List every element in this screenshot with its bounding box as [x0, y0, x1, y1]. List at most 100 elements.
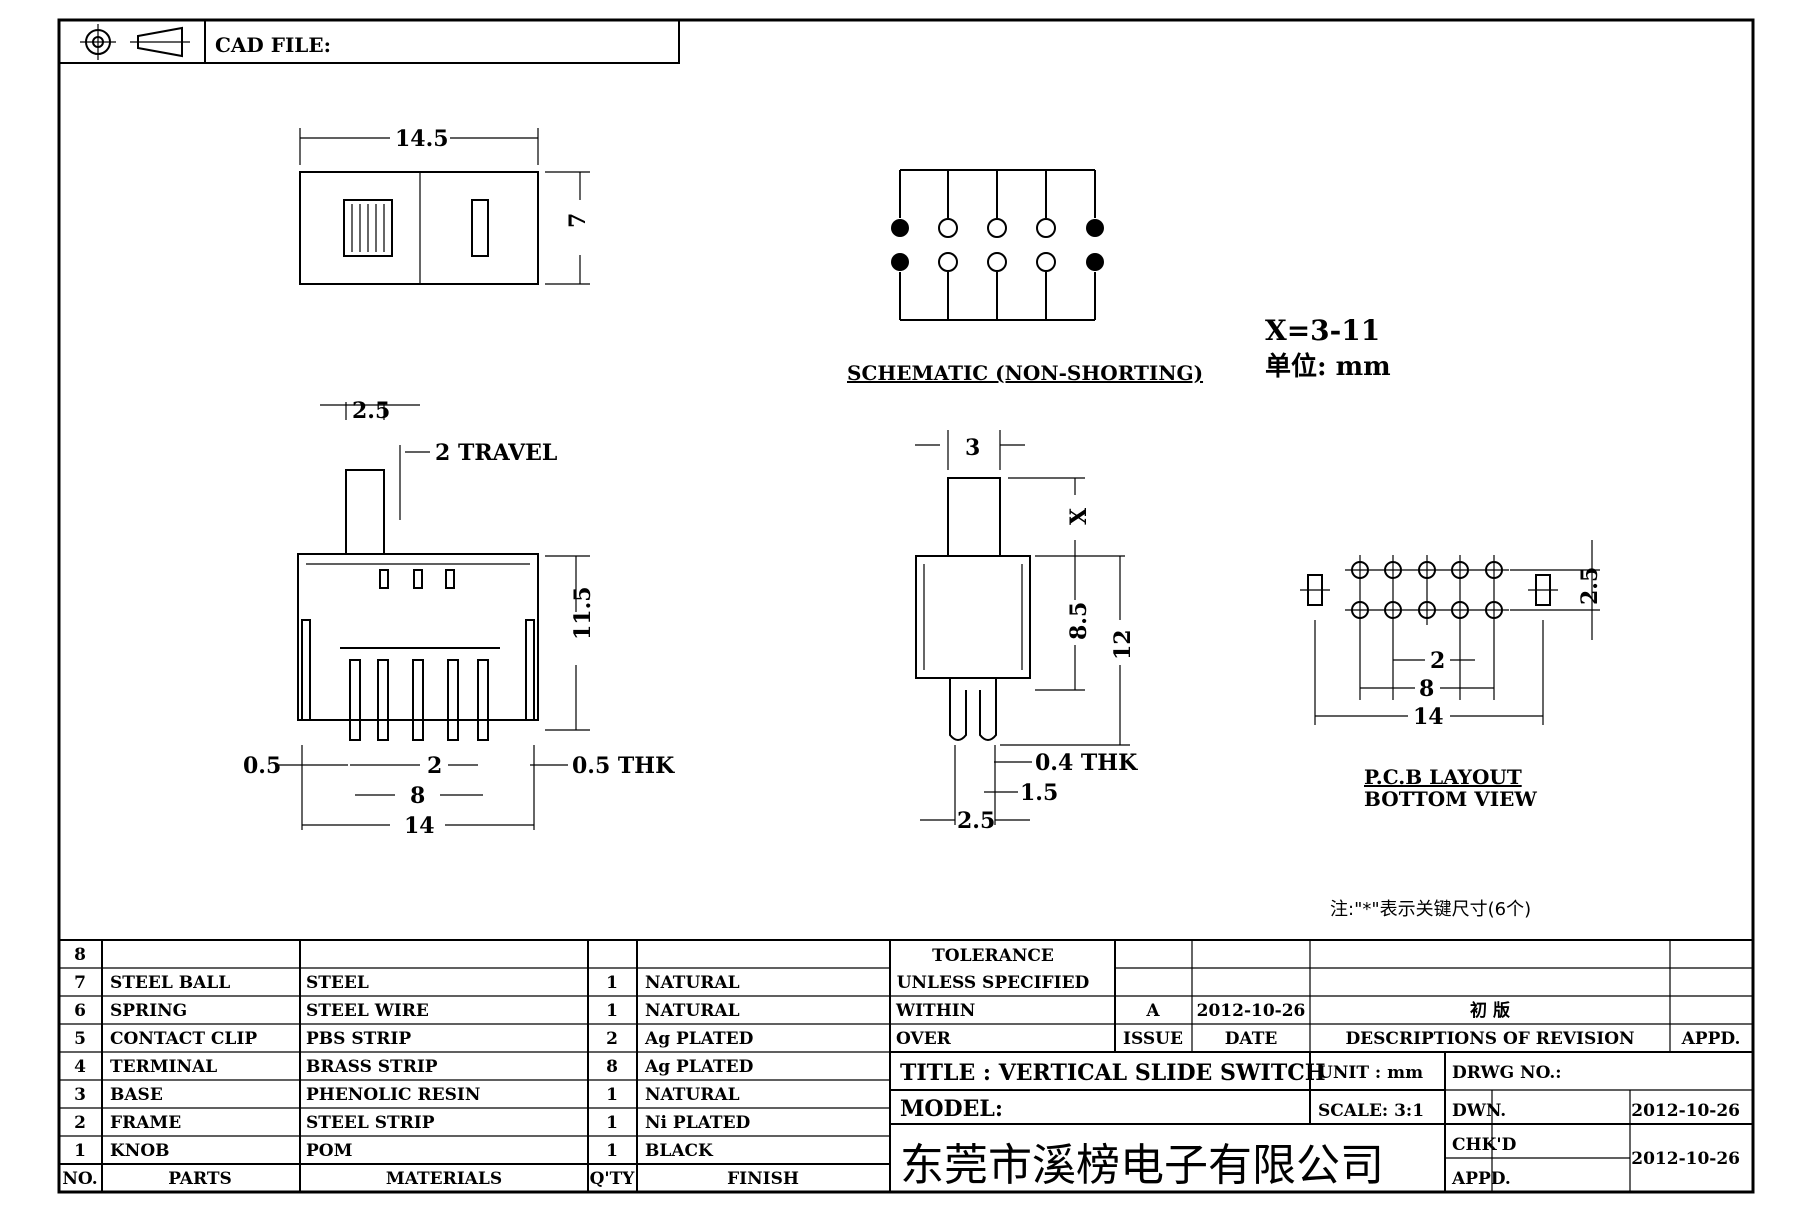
- company-name: 东莞市溪榜电子有限公司: [900, 1140, 1384, 1191]
- bom-header-materials: MATERIALS: [386, 1169, 502, 1189]
- dim-pcb-8: 8: [1419, 676, 1434, 702]
- bom-row-6-part: SPRING: [110, 1001, 187, 1021]
- dim-2-5: 2.5: [352, 398, 390, 424]
- scale-label: SCALE: 3:1: [1318, 1101, 1424, 1121]
- bom-row-2-qty: 1: [606, 1113, 618, 1133]
- dim-14-5: 14.5: [395, 126, 449, 152]
- revision-description: 初 版: [1470, 1000, 1510, 1021]
- dim-11-5: 11.5: [570, 586, 596, 640]
- issue-header: ISSUE: [1123, 1029, 1183, 1049]
- pcb-bottom-view-label: BOTTOM VIEW: [1364, 787, 1537, 811]
- x-range-note: X=3-11: [1265, 314, 1380, 347]
- bom-row-3-qty: 1: [606, 1085, 618, 1105]
- revision-letter: A: [1145, 1001, 1160, 1021]
- bom-row-6-finish: NATURAL: [645, 1001, 740, 1021]
- bom-row-7-no: 7: [74, 973, 86, 993]
- bom-header-parts: PARTS: [168, 1169, 232, 1189]
- bom-row-5-qty: 2: [606, 1029, 618, 1049]
- dim-x: X: [1066, 507, 1092, 525]
- bom-row-7-part: STEEL BALL: [110, 973, 230, 993]
- over-label: OVER: [896, 1029, 952, 1049]
- bom-row-7-material: STEEL: [306, 973, 369, 993]
- within-label: WITHIN: [895, 1001, 975, 1021]
- dim-0-4-thk: 0.4 THK: [1035, 750, 1138, 776]
- dim-pcb-2-5: 2.5: [1577, 567, 1603, 605]
- bom-row-2-material: STEEL STRIP: [306, 1113, 435, 1133]
- bom-table-lines: [59, 939, 1753, 1193]
- bom-row-2-finish: Ni PLATED: [645, 1113, 751, 1133]
- dim-3: 3: [965, 435, 980, 461]
- front-view: [276, 402, 590, 830]
- bom-row-5-no: 5: [74, 1029, 86, 1049]
- bom-row-3-material: PHENOLIC RESIN: [306, 1085, 480, 1105]
- revision-date: 2012-10-26: [1197, 1001, 1306, 1021]
- dim-pcb-2: 2: [1430, 648, 1445, 674]
- dim-2-5-side: 2.5: [957, 808, 995, 834]
- bom-row-1-finish: BLACK: [645, 1141, 714, 1161]
- model-label: MODEL:: [900, 1096, 1003, 1122]
- dim-14: 14: [404, 813, 435, 839]
- dim-1-5: 1.5: [1020, 780, 1058, 806]
- top-view: [299, 128, 590, 285]
- bom-row-6-material: STEEL WIRE: [306, 1001, 429, 1021]
- schematic-label: SCHEMATIC (NON-SHORTING): [847, 361, 1203, 385]
- checked-date: 2012-10-26: [1631, 1149, 1740, 1169]
- dim-12: 12: [1110, 629, 1136, 660]
- dim-0-5-thk: 0.5 THK: [572, 753, 675, 779]
- schematic-diagram: [891, 169, 1104, 321]
- bom-row-5-material: PBS STRIP: [306, 1029, 411, 1049]
- bom-row-3-finish: NATURAL: [645, 1085, 740, 1105]
- critical-dimension-note: 注:"*"表示关键尺寸(6个): [1330, 899, 1531, 920]
- descriptions-header: DESCRIPTIONS OF REVISION: [1345, 1029, 1634, 1049]
- dim-0-5: 0.5: [243, 753, 281, 779]
- drawn-by-label: DWN.: [1452, 1101, 1506, 1121]
- bom-row-4-qty: 8: [606, 1057, 618, 1077]
- bom-header-finish: FINISH: [727, 1169, 799, 1189]
- bom-row-6-qty: 1: [606, 1001, 618, 1021]
- unit-label: UNIT : mm: [1318, 1063, 1423, 1083]
- unless-specified-label: UNLESS SPECIFIED: [897, 973, 1090, 993]
- appd-header: APPD.: [1681, 1029, 1741, 1049]
- bom-row-7-qty: 1: [606, 973, 618, 993]
- dim-7: 7: [565, 213, 591, 228]
- bom-row-4-material: BRASS STRIP: [306, 1057, 438, 1077]
- bom-row-1-no: 1: [74, 1141, 86, 1161]
- bom-row-3-no: 3: [74, 1085, 86, 1105]
- tolerance-label: TOLERANCE: [932, 946, 1054, 966]
- header-box: [58, 19, 680, 64]
- bom-row-1-material: POM: [306, 1141, 353, 1161]
- bom-header-qty: Q'TY: [590, 1169, 636, 1189]
- bom-row-5-part: CONTACT CLIP: [110, 1029, 257, 1049]
- bom-header-no: NO.: [62, 1169, 97, 1189]
- dim-2: 2: [427, 753, 442, 779]
- side-view: [915, 430, 1130, 825]
- checked-by-label: CHK'D: [1452, 1135, 1517, 1155]
- bom-row-5-finish: Ag PLATED: [644, 1029, 754, 1049]
- drawing-number-label: DRWG NO.:: [1452, 1063, 1562, 1083]
- pcb-label: P.C.B LAYOUT: [1364, 765, 1522, 789]
- bom-row-2-no: 2: [74, 1113, 86, 1133]
- bom-row-1-part: KNOB: [110, 1141, 170, 1161]
- approved-by-label: APPD.: [1451, 1169, 1511, 1189]
- cad-file-label: CAD FILE:: [215, 33, 331, 57]
- title-block-lines: [890, 940, 1753, 1192]
- bom-row-2-part: FRAME: [110, 1113, 181, 1133]
- drawn-date: 2012-10-26: [1631, 1101, 1740, 1121]
- bom-row-1-qty: 1: [606, 1141, 618, 1161]
- pcb-layout: [1300, 540, 1600, 725]
- dim-8-5: 8.5: [1066, 602, 1092, 640]
- bom-row-4-part: TERMINAL: [110, 1057, 217, 1077]
- dim-travel: 2 TRAVEL: [435, 440, 557, 466]
- bom-row-4-no: 4: [74, 1057, 86, 1077]
- bom-row-7-finish: NATURAL: [645, 973, 740, 993]
- dim-pcb-14: 14: [1413, 704, 1444, 730]
- drawing-title: TITLE : VERTICAL SLIDE SWITCH: [900, 1060, 1326, 1086]
- unit-note: 单位: mm: [1265, 351, 1391, 382]
- date-header: DATE: [1225, 1029, 1278, 1049]
- bom-row-8-no: 8: [74, 945, 86, 965]
- dim-8: 8: [410, 783, 425, 809]
- bom-row-4-finish: Ag PLATED: [644, 1057, 754, 1077]
- sheet-border: [57, 18, 1755, 1194]
- bom-row-3-part: BASE: [110, 1085, 163, 1105]
